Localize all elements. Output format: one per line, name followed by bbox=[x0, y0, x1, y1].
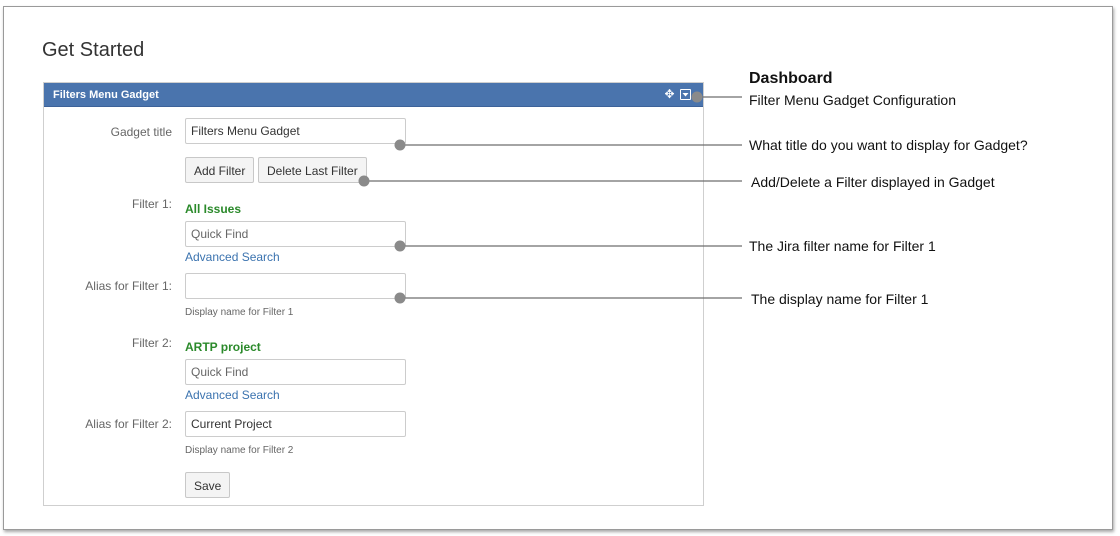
filter-note: The Jira filter name for Filter 1 bbox=[749, 238, 936, 254]
page-title: Get Started bbox=[42, 39, 145, 61]
gadget-header: Filters Menu Gadget ✥ bbox=[44, 83, 703, 107]
save-button[interactable]: Save bbox=[185, 472, 231, 498]
add-filter-button[interactable]: Add Filter bbox=[185, 157, 255, 183]
gadget-header-title: Filters Menu Gadget bbox=[53, 89, 159, 101]
filter2-label: Filter 2: bbox=[131, 336, 172, 350]
filter2-advanced-search-link[interactable]: Advanced Search bbox=[185, 388, 280, 402]
alias1-input[interactable] bbox=[185, 273, 406, 299]
delete-last-filter-button[interactable]: Delete Last Filter bbox=[258, 157, 367, 183]
display-note: The display name for Filter 1 bbox=[751, 291, 929, 307]
alias2-hint: Display name for Filter 2 bbox=[185, 445, 294, 456]
gadget-title-label: Gadget title bbox=[110, 125, 172, 139]
menu-dropdown-icon[interactable] bbox=[680, 89, 691, 100]
filter1-quick-find-input[interactable]: Quick Find bbox=[185, 221, 406, 247]
alias1-label: Alias for Filter 1: bbox=[85, 279, 172, 293]
filter2-quick-find-input[interactable]: Quick Find bbox=[185, 359, 406, 385]
move-icon[interactable]: ✥ bbox=[664, 87, 675, 101]
filter1-label: Filter 1: bbox=[131, 197, 172, 211]
alias2-label: Alias for Filter 2: bbox=[85, 417, 172, 431]
config-subtitle: Filter Menu Gadget Configuration bbox=[749, 92, 956, 108]
alias1-hint: Display name for Filter 1 bbox=[185, 307, 294, 318]
alias2-input[interactable]: Current Project bbox=[185, 411, 406, 437]
gadget-title-input[interactable]: Filters Menu Gadget bbox=[185, 118, 406, 144]
filter2-selected-name: ARTP project bbox=[185, 340, 261, 354]
filter1-advanced-search-link[interactable]: Advanced Search bbox=[185, 250, 280, 264]
filters-menu-gadget: Filters Menu Gadget ✥ Gadget title Filte… bbox=[43, 82, 704, 506]
dashboard-heading: Dashboard bbox=[749, 70, 833, 87]
title-note: What title do you want to display for Ga… bbox=[749, 137, 1028, 153]
filter1-selected-name: All Issues bbox=[185, 202, 242, 216]
add-delete-note: Add/Delete a Filter displayed in Gadget bbox=[751, 174, 995, 190]
